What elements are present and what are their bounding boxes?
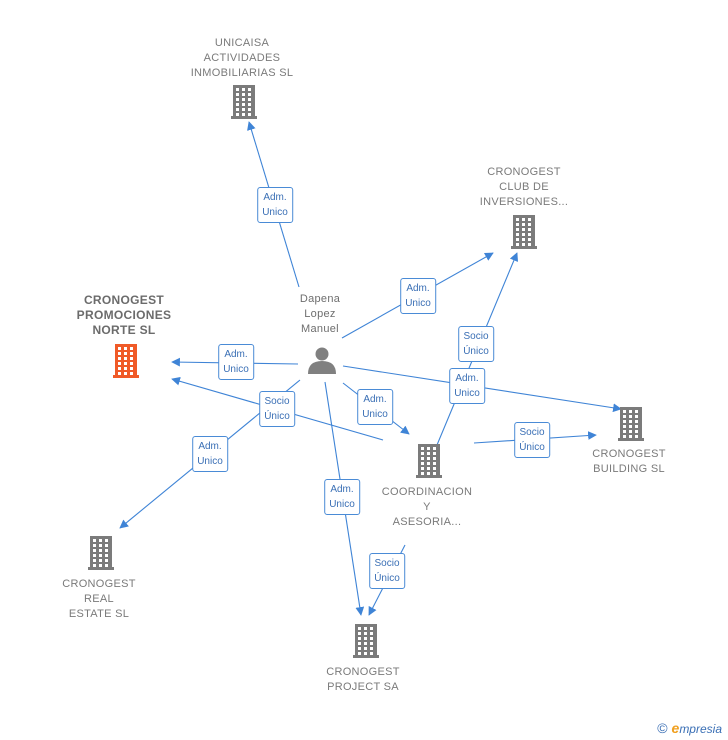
company-label-line: COORDINACION	[381, 486, 473, 498]
company-label-line: INMOBILIARIAS SL	[190, 67, 294, 79]
company-label-real_estate[interactable]: CRONOGEST REAL ESTATE SL	[62, 577, 136, 622]
edge-label-e3[interactable]: Adm. Unico	[218, 344, 254, 380]
company-label-line: CRONOGEST	[62, 578, 136, 590]
company-label-line: PROMOCIONES	[76, 308, 172, 322]
edge-label-line: Socio	[519, 427, 545, 438]
company-label-line: CRONOGEST	[83, 293, 165, 307]
edge-label-line: Adm.	[224, 349, 248, 360]
edge-label-e2[interactable]: Adm. Unico	[400, 278, 436, 314]
edge-label-line: Socio	[264, 396, 290, 407]
edge-label-e1[interactable]: Adm. Unico	[257, 187, 293, 223]
edge-label-line: Adm.	[263, 192, 287, 203]
person-label-line: Lopez	[304, 308, 336, 320]
company-label-line: BUILDING SL	[593, 463, 665, 475]
edge-label-line: Adm.	[198, 441, 222, 452]
company-label-line: CRONOGEST	[487, 166, 561, 178]
edge-label-line: Adm.	[455, 373, 479, 384]
person-icon[interactable]	[308, 347, 336, 375]
brand-rest: mpresia	[679, 722, 722, 736]
edge-label-line: Unico	[454, 388, 480, 399]
person-label-line: Manuel	[301, 323, 339, 335]
edge-label-e4[interactable]: Adm. Unico	[449, 368, 485, 404]
company-label-line: ESTATE SL	[68, 608, 130, 620]
empresia-brand[interactable]: ©empresia	[657, 720, 722, 736]
company-label-line: CLUB DE	[499, 181, 549, 193]
edge-label-line: Socio	[374, 558, 400, 569]
edge-label-line: Unico	[197, 456, 223, 467]
company-label-building[interactable]: CRONOGEST BUILDING SL	[592, 447, 666, 477]
person-label-line: Dapena	[299, 293, 341, 305]
edge-label-e7[interactable]: Adm. Unico	[324, 479, 360, 515]
company-label-line: REAL	[84, 593, 114, 605]
edge-label-line: Único	[519, 442, 545, 453]
company-label-line: ACTIVIDADES	[203, 52, 281, 64]
edge-label-line: Unico	[329, 499, 355, 510]
company-label-line: UNICAISA	[214, 37, 270, 49]
company-label-coordinacion[interactable]: COORDINACION Y ASESORIA...	[382, 485, 472, 530]
company-label-line: CRONOGEST	[592, 448, 666, 460]
building-icon-coordinacion[interactable]	[416, 444, 442, 478]
edge-label-line: Unico	[405, 298, 431, 309]
copyright-symbol: ©	[657, 720, 668, 736]
edge-label-line: Unico	[362, 409, 388, 420]
edge-label-line: Adm.	[330, 484, 354, 495]
building-icon-project[interactable]	[353, 624, 379, 658]
edge-label-line: Único	[264, 411, 290, 422]
edge-label-line: Adm.	[406, 283, 430, 294]
company-label-line: NORTE SL	[92, 323, 156, 337]
edge-label-line: Único	[374, 573, 400, 584]
company-label-line: INVERSIONES...	[479, 196, 569, 208]
edge-label-line: Adm.	[363, 394, 387, 405]
company-label-line: CRONOGEST	[326, 666, 400, 678]
building-icon-promociones[interactable]	[113, 344, 139, 378]
edge-label-line: Unico	[223, 364, 249, 375]
edge-label-e5[interactable]: Adm. Unico	[357, 389, 393, 425]
company-label-club[interactable]: CRONOGEST CLUB DE INVERSIONES...	[480, 165, 569, 210]
company-label-unicaisa[interactable]: UNICAISA ACTIVIDADES INMOBILIARIAS SL	[191, 36, 294, 81]
company-label-project[interactable]: CRONOGEST PROJECT SA	[326, 665, 400, 695]
edge-label-e6[interactable]: Adm. Unico	[192, 436, 228, 472]
building-icon-real_estate[interactable]	[88, 536, 114, 570]
company-label-line: Y	[423, 501, 431, 513]
edge-label-line: Socio	[463, 331, 489, 342]
building-icon-unicaisa[interactable]	[231, 85, 257, 119]
edge-label-line: Unico	[262, 207, 288, 218]
building-icon-building[interactable]	[618, 407, 644, 441]
building-icon-club[interactable]	[511, 215, 537, 249]
brand-e: e	[671, 720, 680, 736]
company-label-line: ASESORIA...	[392, 516, 462, 528]
edge-label-line: Único	[463, 346, 489, 357]
company-label-line: PROJECT SA	[327, 681, 399, 693]
